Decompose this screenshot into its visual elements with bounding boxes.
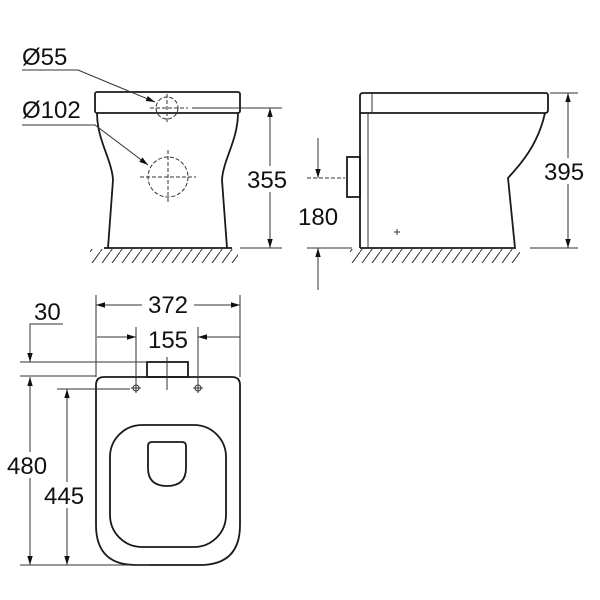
dim-label-30: 30 bbox=[34, 299, 61, 326]
front-view: Ø55 Ø102 355 bbox=[22, 44, 294, 263]
top-view: 372 155 30 480 445 bbox=[6, 292, 241, 566]
dim-label-355: 355 bbox=[247, 167, 287, 194]
side-view: 180 395 bbox=[298, 92, 593, 290]
dim-label-395: 395 bbox=[544, 159, 584, 186]
dim-label-large-pipe: Ø102 bbox=[22, 97, 81, 124]
leader-small-pipe bbox=[22, 69, 156, 103]
label-bg-355 bbox=[246, 166, 294, 192]
label-bg-480 bbox=[6, 452, 56, 478]
side-body-contour bbox=[360, 112, 546, 249]
bowl-opening bbox=[147, 441, 187, 487]
front-body bbox=[96, 112, 239, 249]
front-ground-hatch bbox=[90, 249, 238, 263]
fixing-point-mark bbox=[394, 229, 400, 235]
leader-large-pipe bbox=[22, 124, 149, 166]
label-bg-445 bbox=[43, 482, 93, 508]
dim-label-372: 372 bbox=[148, 292, 188, 319]
side-ground-hatch bbox=[350, 249, 520, 263]
dim-label-480: 480 bbox=[7, 453, 47, 480]
seat-outline bbox=[95, 376, 241, 566]
dim-label-small-pipe: Ø55 bbox=[22, 44, 67, 71]
dim-label-180: 180 bbox=[298, 204, 338, 231]
label-bg-372 bbox=[142, 292, 194, 316]
label-bg-395 bbox=[543, 158, 593, 184]
dim-label-445: 445 bbox=[44, 483, 84, 510]
leader-30 bbox=[27, 323, 63, 362]
side-rim bbox=[359, 92, 549, 114]
dim-label-155: 155 bbox=[148, 327, 188, 354]
inlet-connector bbox=[346, 156, 361, 198]
seat-ring bbox=[109, 424, 227, 548]
